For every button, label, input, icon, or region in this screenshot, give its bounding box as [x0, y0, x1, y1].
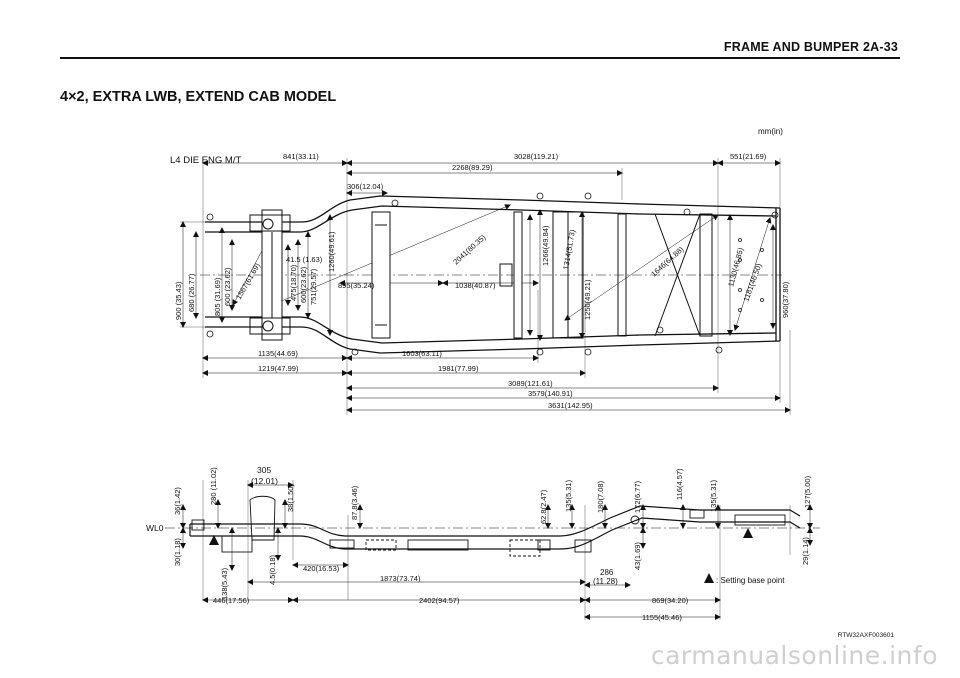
dim-41-5: 41.5 (1.63) — [286, 255, 323, 264]
side-components — [191, 495, 786, 557]
dim-1219: 1219(47.99) — [258, 364, 299, 373]
dim-2041: 2041(80.35) — [451, 232, 487, 266]
dim-172: 172(6.77) — [633, 480, 642, 513]
top-brackets — [206, 192, 779, 356]
dim-1260a: 1260(49.61) — [327, 231, 336, 272]
dim-900: 900 (35.43) — [174, 281, 183, 320]
top-crossmembers — [249, 209, 713, 341]
dim-30: 30(1.18) — [173, 538, 182, 566]
legend-setting-base-point: : Setting base point — [716, 576, 785, 585]
side-view-labels: WL0 305 (12.01) 36(1.42) 280 (11.02) 38(… — [146, 465, 812, 622]
units-label: mm(in) — [758, 127, 783, 136]
dim-1314: 1314(51.73) — [561, 228, 577, 270]
dim-895: 895(35.24) — [338, 281, 375, 290]
dim-135a: 135(5.31) — [564, 479, 573, 512]
dim-38: 38(1.50) — [286, 484, 295, 512]
dim-960: 960(37.80) — [781, 281, 790, 318]
dim-87-8: 87.8(3.46) — [350, 485, 359, 520]
dim-600b: 600(23.62) — [299, 266, 308, 303]
dim-2268: 2268(89.29) — [452, 163, 493, 172]
dim-1603: 1603(63.11) — [402, 349, 442, 358]
dim-420: 420(16.53) — [303, 564, 340, 573]
dim-551: 551(21.69) — [730, 152, 767, 161]
top-frame-rails — [205, 195, 781, 354]
engine-label: L4 DIE ENG M/T — [170, 155, 241, 166]
dim-62-8: 62.8(2.47) — [539, 489, 548, 524]
wl0-label: WL0 — [146, 523, 164, 533]
dim-841: 841(33.11) — [283, 152, 319, 161]
dim-305-in: (12.01) — [251, 476, 278, 486]
section-title: 4×2, EXTRA LWB, EXTEND CAB MODEL — [60, 89, 337, 105]
dim-280: 280 (11.02) — [209, 467, 218, 505]
dim-1038: 1038(40.87) — [455, 281, 496, 290]
dim-869: 869(34.20) — [652, 596, 689, 605]
dim-600a: 600 (23.62) — [223, 267, 232, 306]
dim-305: 305 — [257, 465, 271, 475]
top-view — [180, 158, 791, 415]
dim-286-in: (11.28) — [593, 577, 618, 586]
dim-751: 751(29.57) — [309, 268, 318, 305]
dim-2402: 2402(94.57) — [419, 596, 460, 605]
dim-36: 36(1.42) — [173, 487, 182, 515]
dim-1250: 1250(49.21) — [583, 279, 592, 320]
dim-1181: 1181(46.50) — [741, 262, 763, 303]
dim-286: 286 — [600, 568, 614, 577]
dim-1135: 1135(44.69) — [258, 349, 298, 358]
dim-135b: 135(5.31) — [709, 479, 718, 512]
dim-4-5: 4.5(0.18) — [268, 554, 277, 585]
dim-127: 127(5.00) — [803, 475, 812, 508]
dim-43: 43(1.69) — [633, 542, 642, 570]
dim-3579: 3579(140.91) — [528, 389, 573, 398]
dim-446: 446(17.56) — [213, 596, 250, 605]
side-vertical-dim-lines — [180, 499, 813, 571]
side-frame-profile — [189, 505, 801, 550]
dim-180: 180(7.08) — [596, 480, 605, 513]
document-code: RTW32AXF003601 — [837, 632, 894, 639]
dim-475: 475(18.70) — [289, 264, 298, 301]
header-title: FRAME AND BUMPER 2A-33 — [723, 40, 898, 54]
dim-1873: 1873(73.74) — [380, 574, 421, 583]
dim-116: 116(4.57) — [675, 468, 684, 500]
side-view — [165, 480, 820, 620]
dim-805: 805 (31.69) — [213, 277, 222, 316]
page-header: FRAME AND BUMPER 2A-33 — [0, 40, 960, 60]
dim-1981: 1981(77.99) — [438, 364, 479, 373]
dim-3631: 3631(142.95) — [548, 401, 593, 410]
dim-306: 306(12.04) — [347, 182, 384, 191]
dim-1266: 1266(49.84) — [541, 225, 550, 266]
side-horizontal-dim-lines — [202, 482, 721, 620]
dim-29: 29(1.14) — [801, 537, 810, 565]
dim-1130: 1130(46.85) — [726, 246, 745, 287]
header-rule — [60, 57, 900, 59]
dim-138: 138(5.43) — [220, 567, 229, 600]
dim-680: 680 (26.77) — [187, 273, 196, 312]
dim-1567: 1567(61.69) — [234, 261, 262, 301]
watermark: carmanualsonline.info — [650, 641, 938, 670]
setting-base-points — [209, 528, 753, 583]
dim-3028: 3028(119.21) — [514, 152, 559, 161]
dim-3089: 3089(121.61) — [508, 379, 553, 388]
dim-1155: 1155(45.46) — [642, 613, 682, 622]
